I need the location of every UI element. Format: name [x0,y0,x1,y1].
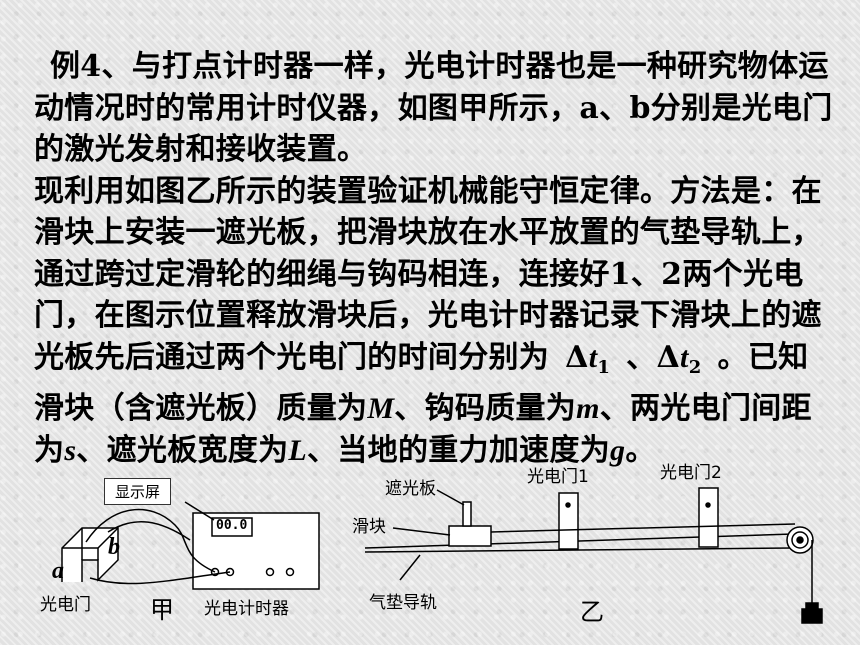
track-top-line [364,533,794,549]
time-variable-2: t [680,340,689,374]
knob-1 [210,567,220,577]
delta-symbol-2: Δ [656,339,681,375]
separator: 、 [626,339,657,375]
shade-label: 遮光板 [385,479,436,499]
text-d: 、两光电门间距为 [34,391,812,468]
time-variable: t [588,340,598,374]
text-end: 。 [625,432,656,468]
text-e: 、遮光板宽度为 [76,432,289,468]
hook-weight [801,608,823,624]
screen-label: 显示屏 [104,478,172,505]
subscript-1: 1 [597,356,611,378]
var-g: g [610,433,626,467]
track-bottom-line [364,547,794,553]
knob-4 [285,567,295,577]
subscript-2: 2 [688,356,702,378]
track-callout-line [399,554,421,581]
gate-1-label: 光电门1 [527,467,589,487]
timer-label: 光电计时器 [204,599,289,619]
gate-2-sensor [705,502,711,508]
slider-callout-line [392,527,451,536]
track-label: 气垫导轨 [369,593,437,613]
gate-1 [558,492,579,550]
figure-jia-name: 甲 [150,596,174,624]
problem-paragraph-1: 例4、与打点计时器一样，光电计时器也是一种研究物体运动情况时的常用计时仪器，如图… [34,49,833,167]
shade-callout-line [436,489,465,506]
problem-paragraph-2: 现利用如图乙所示的装置验证机械能守恒定律。方法是：在滑块上安装一遮光板，把滑块放… [34,171,834,472]
text-c: 、钩码质量为 [394,391,577,426]
text-f: 、当地的重力加速度为 [307,432,611,468]
slider-block [448,525,492,547]
pulley-inner [791,531,809,549]
paragraph-2-text: 现利用如图乙所示的装置验证机械能守恒定律。方法是：在滑块上安装一遮光板，把滑块放… [34,173,822,375]
cable-upper [85,508,216,573]
var-s: s [64,433,77,467]
paragraph-2-text-b: 。已知滑块（含遮光板）质量为 [34,339,809,427]
label-b: b [108,534,120,560]
screen-callout-line [184,501,215,521]
var-m: m [576,392,600,425]
gate-1-sensor [565,502,571,508]
label-a: a [52,558,64,584]
pulley-axle [796,536,804,544]
figure-yi-name: 乙 [580,598,604,626]
problem-text: 例4、与打点计时器一样，光电计时器也是一种研究物体运动情况时的常用计时仪器，如图… [34,46,834,471]
figure-yi [364,487,823,624]
slider-label: 滑块 [352,517,386,537]
string-horizontal [490,523,796,533]
delta-symbol: Δ [565,339,589,375]
shade-plate [462,501,472,527]
var-M: M [367,392,395,425]
gate-label: 光电门 [40,595,91,615]
figure-jia [61,501,320,590]
hook-weight-top [805,602,819,610]
display-value: 00.0 [216,518,248,533]
gate-2-label: 光电门2 [660,463,722,483]
cable-middle [107,520,191,541]
knob-3 [265,567,275,577]
var-L: L [288,433,308,467]
gate-2 [698,487,719,548]
cable-lower [89,571,231,585]
display-screen [211,517,253,537]
